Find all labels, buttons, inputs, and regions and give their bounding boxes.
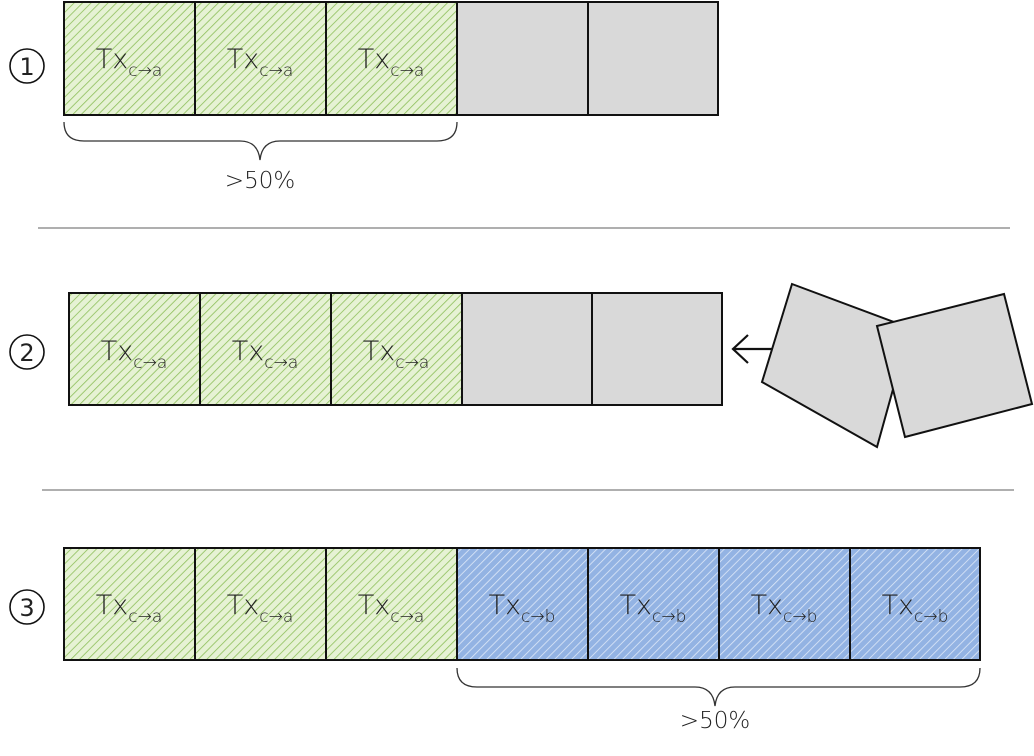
- incoming-arrow-icon: [731, 334, 772, 364]
- step-1-block-4: [456, 1, 589, 116]
- step-1-block-2-label: Txc→a: [227, 44, 294, 81]
- step-1: 1 Txc→a Txc→a Txc→a >50%: [9, 1, 719, 194]
- step-3-block-3-label: Txc→a: [358, 590, 425, 627]
- step-1-block-1: [63, 1, 196, 116]
- step-2-block-5: [591, 292, 723, 406]
- step-3-brace: [456, 667, 981, 707]
- step-1-number-circle: [9, 48, 45, 84]
- step-1-brace: [63, 121, 458, 161]
- incoming-block-2: [875, 292, 1034, 439]
- step-3-block-6: [718, 547, 851, 661]
- step-3-brace-label: >50%: [680, 708, 750, 734]
- step-3: 3 Txc→a Txc→a Txc→a Txc→b Txc→b Txc→b Tx…: [9, 547, 981, 734]
- step-2-block-1: [68, 292, 201, 406]
- step-3-block-5: [587, 547, 720, 661]
- step-3-block-4: [456, 547, 589, 661]
- step-3-block-1: [63, 547, 196, 661]
- step-3-block-7-label: Txc→b: [882, 590, 949, 627]
- step-3-block-7: [849, 547, 981, 661]
- step-3-block-1-label: Txc→a: [96, 590, 163, 627]
- step-1-block-5: [587, 1, 719, 116]
- step-2-block-3-label: Txc→a: [363, 336, 430, 373]
- step-3-block-6-label: Txc→b: [751, 590, 818, 627]
- step-1-block-2: [194, 1, 327, 116]
- step-3-number: 3: [19, 594, 34, 622]
- step-2-block-1-label: Txc→a: [101, 336, 168, 373]
- step-2-number-circle: [9, 334, 45, 370]
- step-1-block-3-label: Txc→a: [358, 44, 425, 81]
- step-3-block-2: [194, 547, 327, 661]
- step-2-block-2: [199, 292, 332, 406]
- step-3-block-2-label: Txc→a: [227, 590, 294, 627]
- step-2-block-4: [461, 292, 593, 406]
- step-2: 2 Txc→a Txc→a Txc→a: [9, 282, 1034, 449]
- step-1-block-3: [325, 1, 458, 116]
- step-2-number: 2: [19, 339, 34, 367]
- step-2-block-3: [330, 292, 463, 406]
- incoming-block-1: [760, 282, 912, 449]
- step-2-block-2-label: Txc→a: [232, 336, 299, 373]
- step-1-number: 1: [19, 53, 34, 81]
- step-1-block-1-label: Txc→a: [96, 44, 163, 81]
- step-3-number-circle: [9, 589, 45, 625]
- step-3-block-5-label: Txc→b: [620, 590, 687, 627]
- step-1-brace-label: >50%: [225, 168, 295, 194]
- step-3-block-4-label: Txc→b: [489, 590, 556, 627]
- step-3-block-3: [325, 547, 458, 661]
